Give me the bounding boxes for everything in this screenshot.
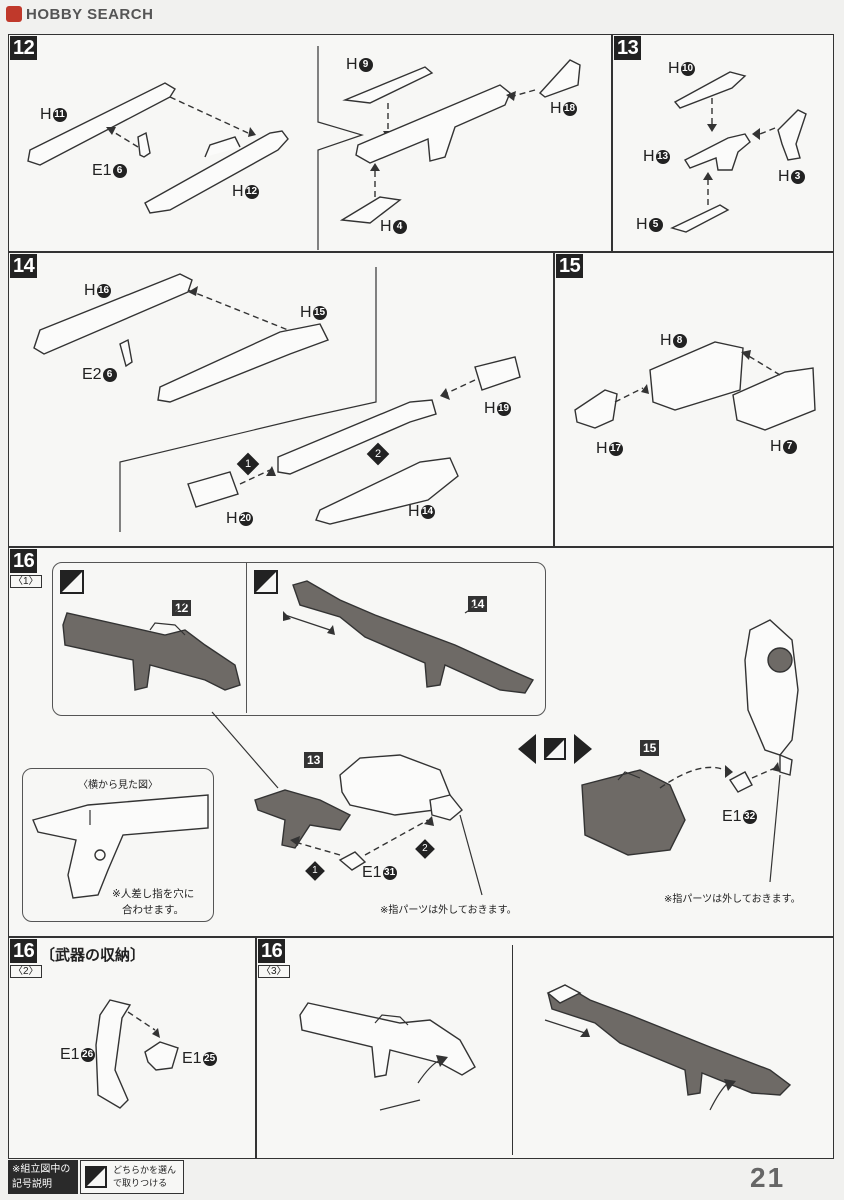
step-15-number: 15 [556,254,584,278]
step-12-number: 12 [10,36,38,60]
step-14-diagram [33,267,521,532]
side-view-title: 〈横から見た図〉 [78,780,158,791]
page-number: 21 [750,1162,786,1193]
ref-step-15: 15 [640,740,660,756]
step-15-diagram [574,341,816,431]
step-16-3-divider [512,945,513,1155]
site-logo[interactable]: HOBBY SEARCH [6,5,153,23]
step-16-2-number: 16 [10,939,38,963]
choose-either-arrows [518,734,598,764]
legend-title-line1: ※組立図中の [12,1164,71,1175]
step-16-3-number: 16 [258,939,286,963]
step-16-3-diagram [299,984,792,1111]
step-16-3-sub: 〈3〉 [258,965,290,978]
choose-one-icon [60,570,84,594]
step-13-diagram [670,71,807,233]
option-selection-box [52,562,546,716]
step-14-number: 14 [10,254,38,278]
choose-one-icon [254,570,278,594]
finger-parts-note-right: ※指パーツは外しておきます。 [664,894,801,905]
side-view-note-line2: 合わせます。 [122,904,184,916]
legend-item-box: どちらかを選ん で取りつける [80,1160,184,1194]
legend-label-box: ※組立図中の 記号説明 [8,1160,78,1194]
legend-desc-line1: どちらかを選ん [113,1166,177,1176]
step-16-2-title: 〔武器の収納〕 [40,946,146,964]
step-16-2-diagram [95,999,179,1109]
step-13-number: 13 [614,36,642,60]
step-14-panel [8,252,554,547]
side-view-note-line1: ※人差し指を穴に [112,888,195,900]
step-16-1-options-diagram [62,580,535,694]
finger-parts-note-left: ※指パーツは外しておきます。 [380,905,517,916]
ref-step-13: 13 [304,752,324,768]
step-16-1-assembly-right [581,619,799,883]
step-16-1-number: 16 [10,549,38,573]
step-16-2-sub: 〈2〉 [10,965,42,978]
step-16-1-sub: 〈1〉 [10,575,42,588]
step-16-2-panel [8,937,256,1159]
option-divider [246,563,247,713]
choose-one-icon [85,1166,107,1188]
legend-title-line2: 記号説明 [12,1179,52,1190]
side-view-diagram [32,794,209,899]
step-16-3-panel [256,937,834,1159]
legend-desc-line2: で取りつける [113,1179,168,1189]
logo-icon [6,6,22,22]
logo-text: HOBBY SEARCH [26,5,154,23]
step-12-diagram-left [27,82,289,214]
step-16-1-assembly-left [211,711,483,896]
step-12-diagram-right [339,59,581,224]
step-12-panel [8,34,612,252]
